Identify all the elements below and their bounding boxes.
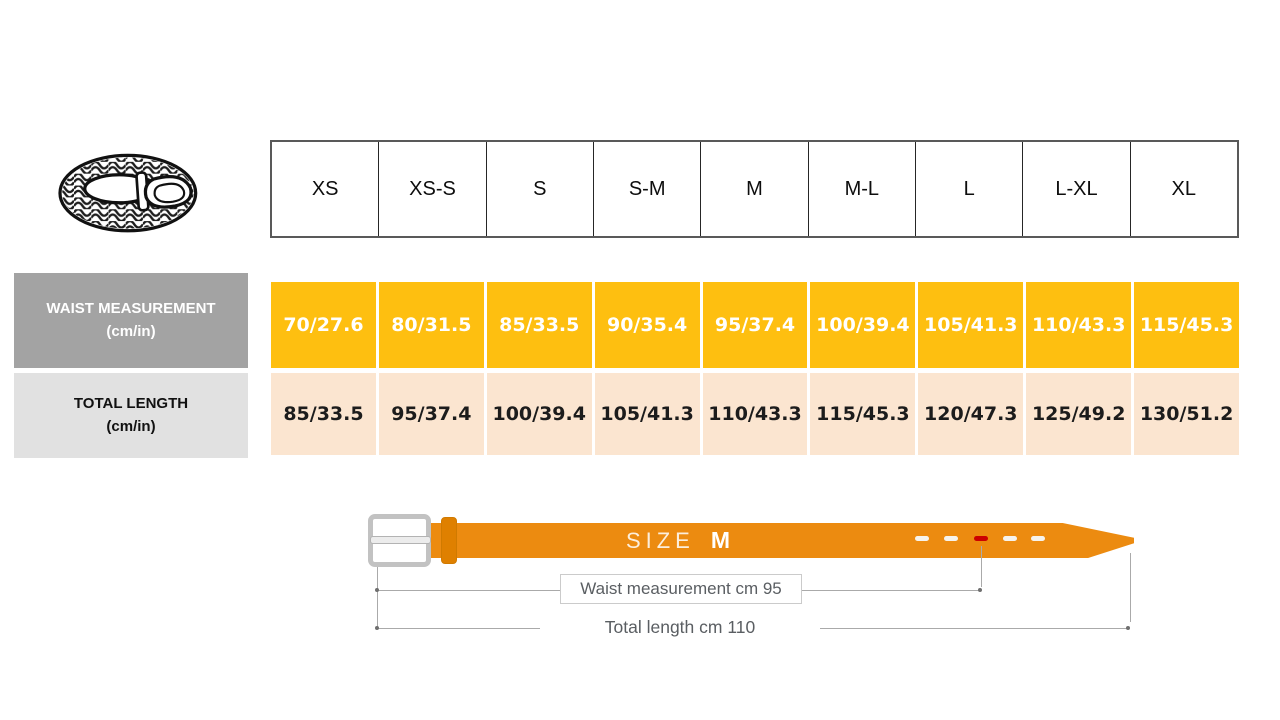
length-value-cell: 130/51.2 xyxy=(1134,373,1240,455)
size-header-cell-xs: XS xyxy=(311,177,339,200)
dimension-endpoint-dot xyxy=(375,588,379,592)
total-length-row: 85/33.5 95/37.4 100/39.4 105/41.3 110/43… xyxy=(271,373,1240,455)
waist-dimension-line xyxy=(801,590,981,591)
waist-measurement-annotation: Waist measurement cm 95 xyxy=(560,574,802,604)
size-header-row: XS XS-S S S-M M M-L L L-XL XL xyxy=(270,140,1239,238)
red-hole-leader-line xyxy=(981,546,982,587)
waist-measurement-row: 70/27.6 80/31.5 85/33.5 90/35.4 95/37.4 … xyxy=(271,282,1240,368)
belt-tip-leader-line xyxy=(1130,553,1131,622)
belt-hole-icon xyxy=(1031,536,1045,541)
belt-hole-icon xyxy=(944,536,958,541)
length-label-unit: (cm/in) xyxy=(106,417,156,435)
waist-value-cell: 85/33.5 xyxy=(486,282,592,368)
length-value-cell: 95/37.4 xyxy=(378,373,484,455)
belt-hole-highlighted-icon xyxy=(974,536,988,541)
waist-measurement-row-label: WAIST MEASUREMENT (cm/in) xyxy=(14,273,248,368)
waist-value-cell: 90/35.4 xyxy=(594,282,700,368)
dimension-endpoint-dot xyxy=(1126,626,1130,630)
dimension-endpoint-dot xyxy=(375,626,379,630)
total-length-row-label: TOTAL LENGTH (cm/in) xyxy=(14,373,248,458)
length-label-text: TOTAL LENGTH xyxy=(73,395,189,412)
length-value-cell: 120/47.3 xyxy=(918,373,1024,455)
length-value-cell: 110/43.3 xyxy=(702,373,808,455)
size-value: M xyxy=(710,527,731,553)
waist-value-cell: 100/39.4 xyxy=(810,282,916,368)
waist-value-cell: 115/45.3 xyxy=(1134,282,1240,368)
size-header-cell-xl: XL xyxy=(1129,142,1237,236)
buckle-leader-line xyxy=(377,567,378,628)
length-value-cell: 115/45.3 xyxy=(810,373,916,455)
waist-value-cell: 80/31.5 xyxy=(378,282,484,368)
braided-belt-icon xyxy=(58,153,198,233)
size-header-cell-l: L xyxy=(914,142,1022,236)
waist-value-cell: 70/27.6 xyxy=(271,282,376,368)
waist-value-cell: 105/41.3 xyxy=(918,282,1024,368)
size-header-cell-m-l: M-L xyxy=(807,142,915,236)
belt-hole-icon xyxy=(1003,536,1017,541)
waist-value-cell: 95/37.4 xyxy=(702,282,808,368)
size-header-cell-xs-s: XS-S xyxy=(378,142,485,236)
size-header-cell-l-xl: L-XL xyxy=(1022,142,1129,236)
length-value-cell: 125/49.2 xyxy=(1026,373,1132,455)
belt-strap-graphic xyxy=(428,523,1134,558)
size-header-cell-s-m: S-M xyxy=(592,142,700,236)
total-length-dimension-line xyxy=(795,628,1129,629)
dimension-endpoint-dot xyxy=(978,588,982,592)
size-header-cell-m: M xyxy=(700,142,807,236)
waist-value-cell: 110/43.3 xyxy=(1026,282,1132,368)
total-length-dimension-line xyxy=(377,628,567,629)
total-length-annotation: Total length cm 110 xyxy=(540,614,820,640)
size-header-cell-s: S xyxy=(485,142,593,236)
belt-buckle-prong-icon xyxy=(370,536,431,544)
belt-hole-icon xyxy=(915,536,929,541)
waist-dimension-line xyxy=(377,590,561,591)
length-value-cell: 105/41.3 xyxy=(594,373,700,455)
length-value-cell: 85/33.5 xyxy=(271,373,376,455)
waist-label-unit: (cm/in) xyxy=(106,322,156,340)
size-word: SIZE xyxy=(625,527,695,553)
belt-size-label: SIZE M xyxy=(578,523,778,558)
length-value-cell: 100/39.4 xyxy=(486,373,592,455)
belt-keeper-loop-icon xyxy=(441,517,457,564)
waist-label-text: WAIST MEASUREMENT xyxy=(46,300,216,317)
